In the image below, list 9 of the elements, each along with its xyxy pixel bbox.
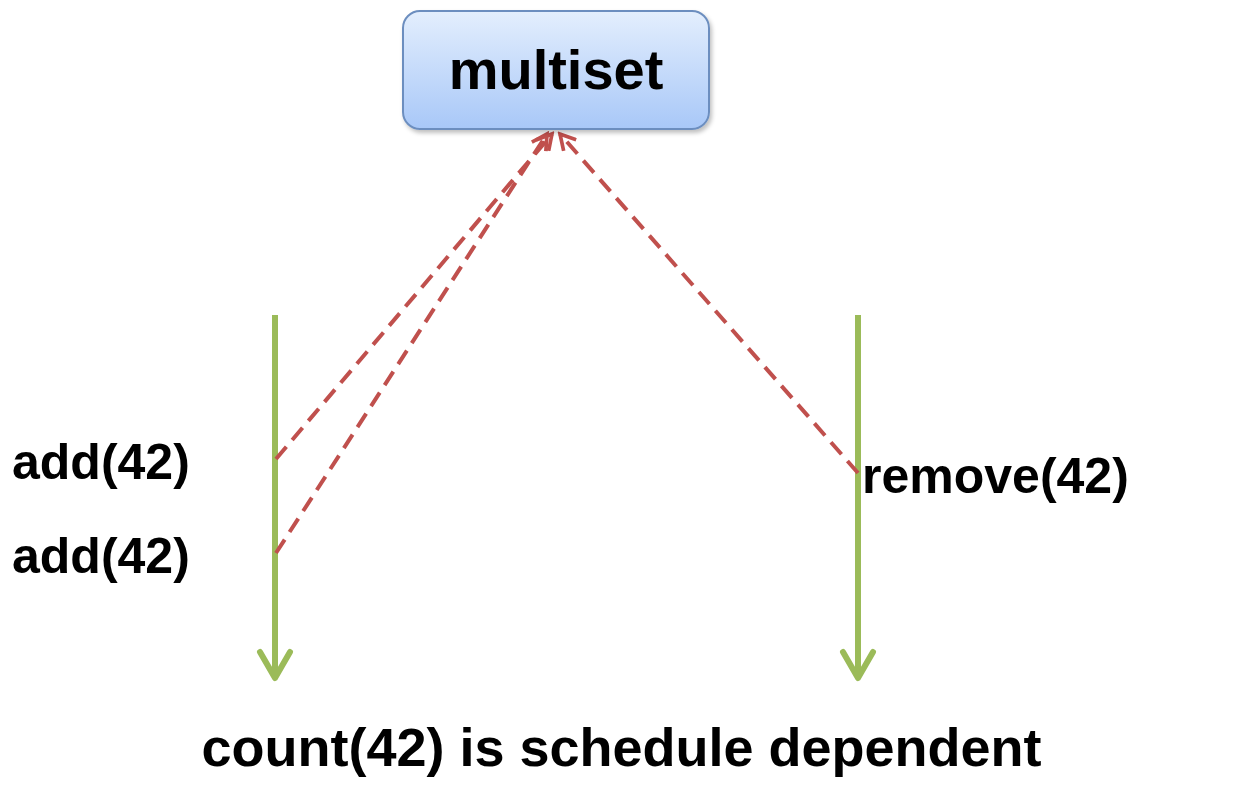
dashed-arrow [274, 132, 549, 555]
dashed-arrow [274, 132, 554, 461]
operation-label: add(42) [12, 432, 274, 492]
dashed-arrow [558, 132, 860, 475]
caption: count(42) is schedule dependent [200, 718, 1043, 778]
object-name: multiset [448, 39, 664, 101]
object-box [402, 10, 710, 130]
operation-label: remove(42) [862, 446, 1232, 506]
operation-label: add(42) [12, 526, 274, 586]
